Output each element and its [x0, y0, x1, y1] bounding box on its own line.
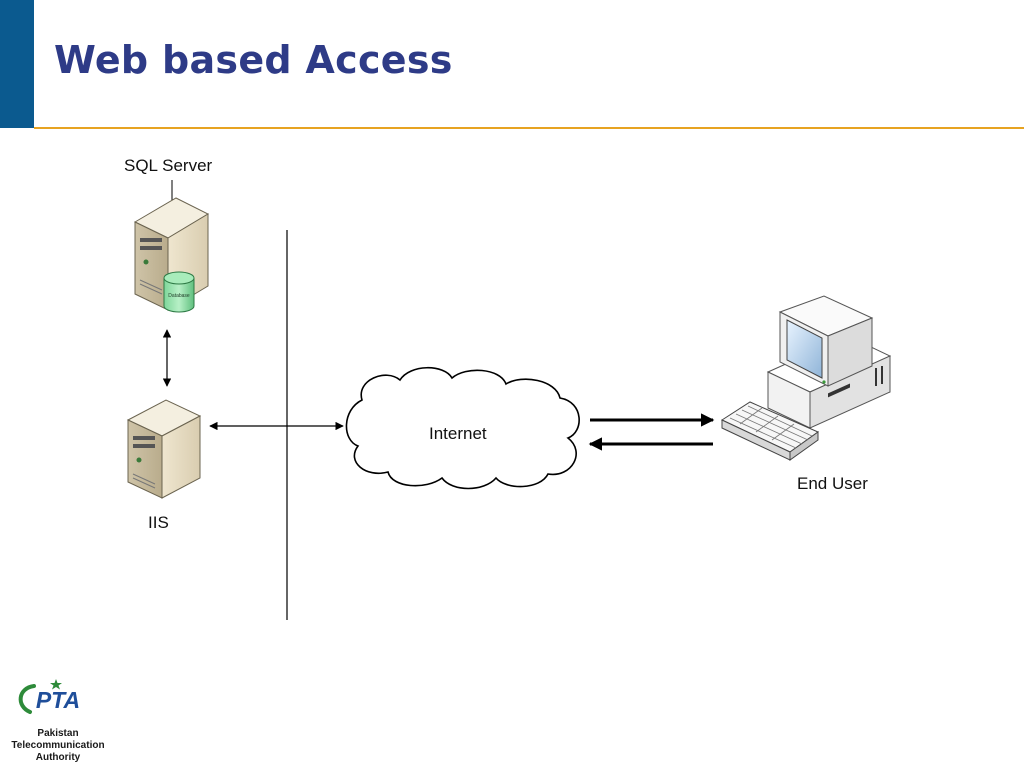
sql-server-label: SQL Server	[124, 156, 213, 175]
logo-star-icon	[50, 679, 62, 690]
logo-caption: Pakistan Telecommunication Authority	[0, 728, 116, 764]
end-user-computer-icon	[720, 295, 892, 461]
logo-line-1: Pakistan	[37, 728, 79, 739]
logo-mark: PTA	[36, 687, 80, 713]
logo-line-2: Telecommunication	[11, 740, 105, 751]
database-label: Database	[168, 293, 190, 299]
pta-logo: PTA	[18, 679, 80, 714]
database-icon: Database	[163, 271, 195, 313]
slide-title: Web based Access	[54, 38, 453, 82]
title-divider	[34, 127, 1024, 129]
end-user-label: End User	[797, 474, 868, 493]
left-accent-bar	[0, 0, 34, 128]
iis-label: IIS	[148, 513, 169, 532]
internet-label: Internet	[429, 424, 487, 443]
logo-swoosh	[18, 684, 36, 714]
internet-cloud-icon	[345, 367, 580, 490]
logo-line-3: Authority	[35, 752, 81, 763]
iis-server-icon	[126, 399, 202, 499]
